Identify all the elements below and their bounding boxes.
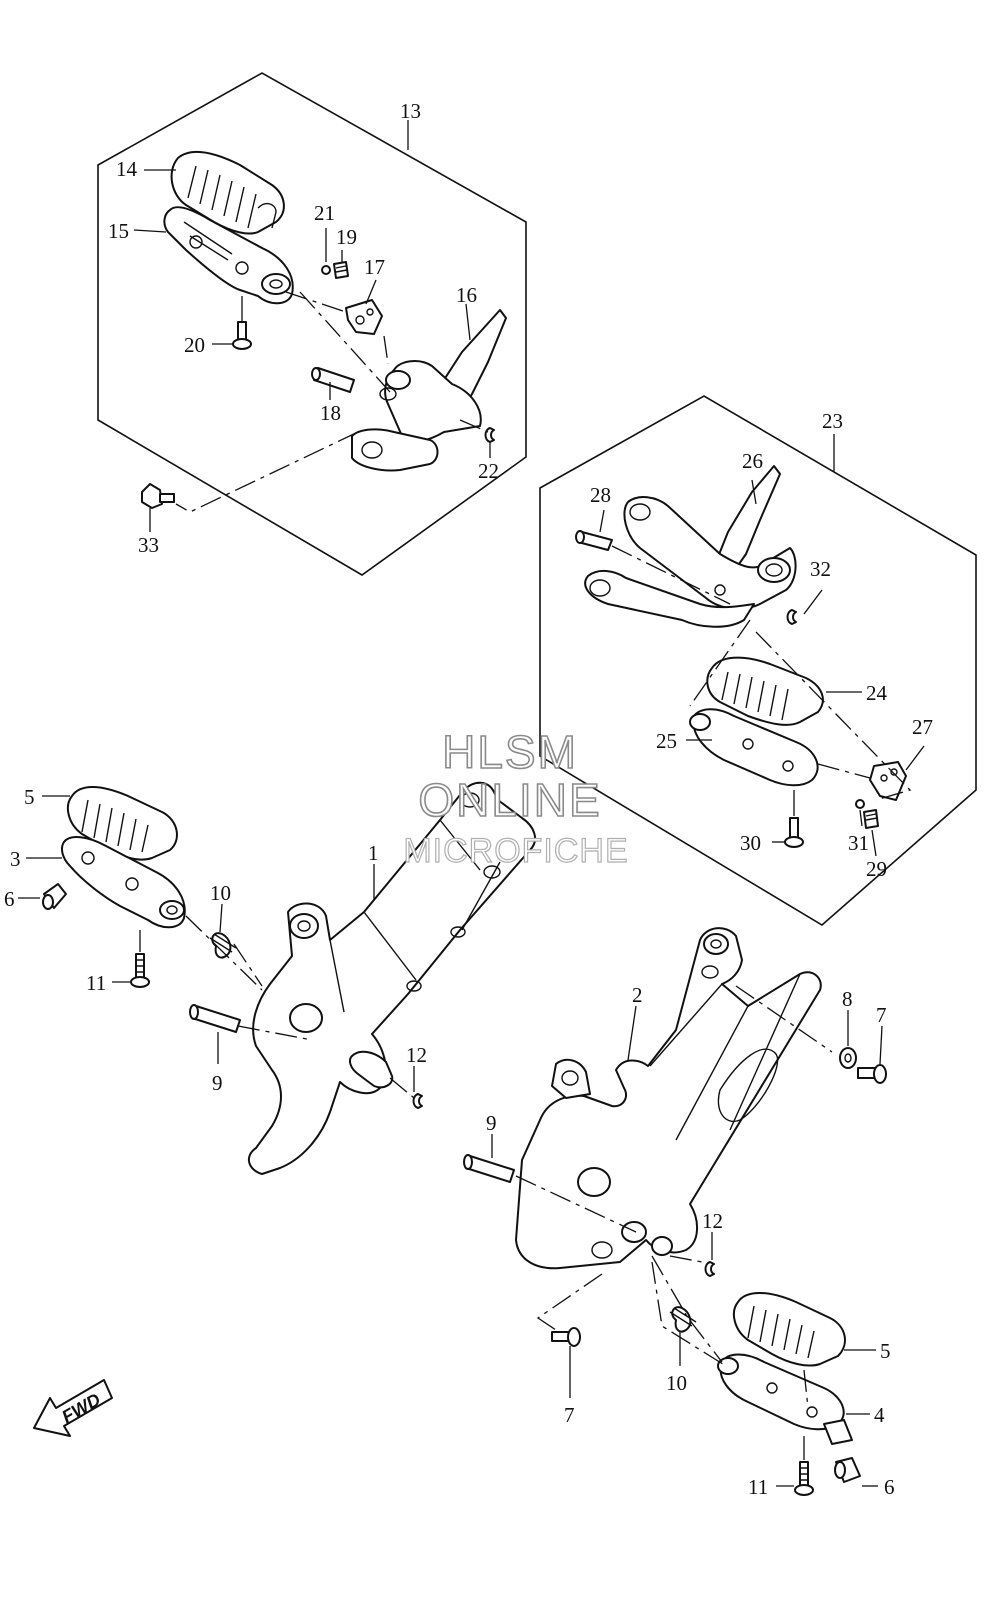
- callout-6-left: 6: [4, 887, 15, 911]
- spring-10-left: [209, 932, 237, 959]
- clip-32: [786, 609, 797, 625]
- callout-3: 3: [10, 847, 21, 871]
- callout-4: 4: [874, 1403, 885, 1427]
- callout-10-right: 10: [666, 1371, 687, 1395]
- watermark-line2: ONLINE: [418, 774, 601, 826]
- callout-9-right: 9: [486, 1111, 497, 1135]
- leader-lines-13: [133, 169, 491, 532]
- callout-27: 27: [912, 715, 933, 739]
- watermark-line1: HLSM: [442, 726, 578, 778]
- callout-10-left: 10: [210, 881, 231, 905]
- callout-14: 14: [116, 157, 138, 181]
- plate-17: [345, 299, 383, 335]
- callout-11-right: 11: [748, 1475, 768, 1499]
- bolt-33: [141, 483, 175, 509]
- footpeg-bracket-25: [689, 708, 819, 787]
- callout-29: 29: [866, 857, 887, 881]
- spring-19: [333, 261, 349, 279]
- washer-8: [839, 1047, 857, 1069]
- callout-19: 19: [336, 225, 357, 249]
- callout-9-left: 9: [212, 1071, 223, 1095]
- bolt-11-right: [794, 1461, 814, 1496]
- callout-32: 32: [810, 557, 831, 581]
- callout-31: 31: [848, 831, 869, 855]
- callout-5-right: 5: [880, 1339, 891, 1363]
- callout-7-bottom: 7: [564, 1403, 575, 1427]
- clip-22: [484, 427, 495, 443]
- ball-21: [321, 265, 331, 275]
- watermark-line3: MICROFICHE: [403, 832, 628, 870]
- callout-24: 24: [866, 681, 888, 705]
- main-bracket-1: [247, 781, 537, 1175]
- bracket-26: [584, 465, 797, 628]
- bolt-11-left: [130, 953, 150, 988]
- callout-15: 15: [108, 219, 129, 243]
- footpeg-bracket-15: [163, 206, 294, 305]
- callout-7-top: 7: [876, 1003, 887, 1027]
- clip-12-right: [704, 1261, 715, 1277]
- callout-28: 28: [590, 483, 611, 507]
- ball-31: [855, 799, 865, 809]
- callout-30: 30: [740, 831, 761, 855]
- callout-11-left: 11: [86, 971, 106, 995]
- bolt-20: [232, 321, 252, 350]
- bolt-7-top: [857, 1064, 887, 1084]
- callout-25: 25: [656, 729, 677, 753]
- callout-2: 2: [632, 983, 643, 1007]
- callout-33: 33: [138, 533, 159, 557]
- callout-26: 26: [742, 449, 763, 473]
- callout-18: 18: [320, 401, 341, 425]
- callout-23: 23: [822, 409, 843, 433]
- callout-1: 1: [368, 841, 379, 865]
- footpeg-bracket-3: [61, 836, 186, 929]
- footpeg-rubber-5-right: [732, 1292, 846, 1367]
- callout-12-left: 12: [406, 1043, 427, 1067]
- leader-lines-left: [18, 795, 415, 1099]
- spring-10-right: [669, 1306, 697, 1333]
- clip-12-left: [412, 1093, 423, 1109]
- callout-17: 17: [364, 255, 385, 279]
- bolt-30: [784, 817, 804, 848]
- pin-18: [311, 367, 355, 393]
- callout-6-right: 6: [884, 1475, 895, 1499]
- leader-lines-23: [599, 479, 925, 857]
- pin-9-left: [189, 1004, 241, 1033]
- callout-5-left: 5: [24, 785, 35, 809]
- callout-20: 20: [184, 333, 205, 357]
- pin-28: [575, 530, 613, 551]
- main-bracket-2: [515, 927, 822, 1270]
- callout-13: 13: [400, 99, 421, 123]
- footpeg-bracket-4: [717, 1353, 853, 1445]
- spring-29: [863, 809, 879, 829]
- callout-8: 8: [842, 987, 853, 1011]
- assembly-box-13: [97, 72, 527, 576]
- pin-9-right: [463, 1154, 515, 1183]
- callout-12-right: 12: [702, 1209, 723, 1233]
- assembly-box-23: [539, 395, 977, 926]
- leader-lines-right: [491, 985, 883, 1487]
- plate-27: [869, 761, 907, 801]
- callout-16: 16: [456, 283, 477, 307]
- peg-tip-6-right: [834, 1457, 861, 1483]
- watermark: HLSM ONLINE MICROFICHE: [403, 725, 629, 870]
- callout-labels: 13 14 15 21 19 17 16 20 18 22 33 23 26 2…: [4, 99, 933, 1499]
- fwd-arrow: FWD: [33, 1379, 113, 1437]
- bracket-16: [351, 309, 507, 472]
- bolt-7-bottom: [551, 1327, 581, 1347]
- callout-22: 22: [478, 459, 499, 483]
- footpeg-rubber-24: [706, 656, 824, 726]
- callout-21: 21: [314, 201, 335, 225]
- peg-tip-6-left: [42, 883, 67, 910]
